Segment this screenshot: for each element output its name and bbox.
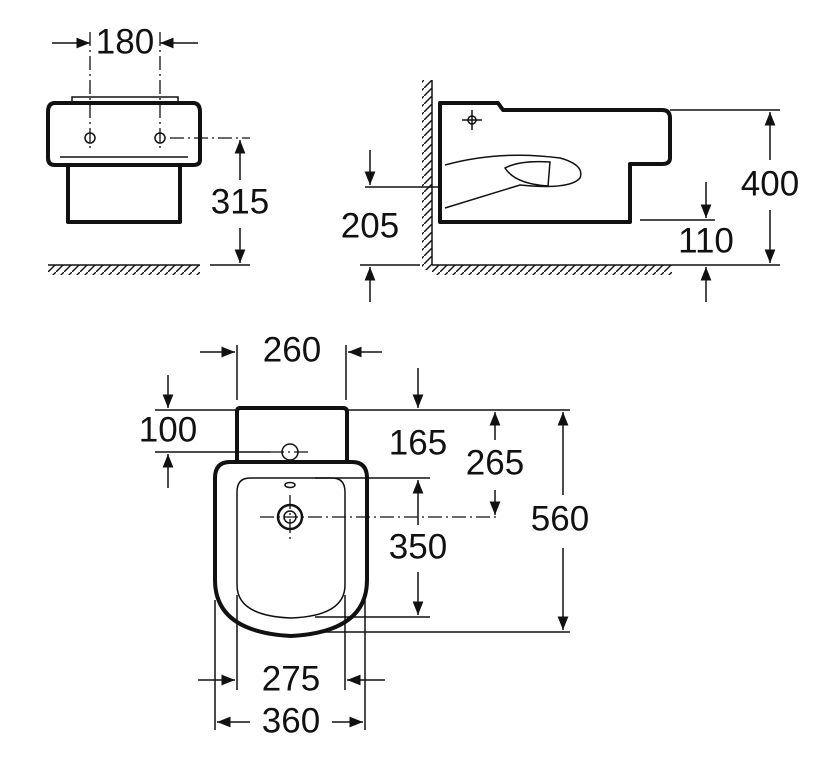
dim-bottom-clearance: 110 bbox=[678, 221, 734, 260]
dim-opening-length: 350 bbox=[389, 527, 447, 566]
dim-total-height: 400 bbox=[741, 164, 799, 203]
dim-outlet-height: 205 bbox=[341, 206, 399, 245]
dim-hole-spacing: 180 bbox=[96, 22, 154, 61]
dim-wall-to-hole: 165 bbox=[389, 423, 447, 462]
dim-opening-width: 275 bbox=[262, 659, 320, 698]
dim-total-width: 360 bbox=[262, 701, 320, 740]
dim-tank-hole-offset: 100 bbox=[139, 410, 197, 449]
top-view: 260 100 165 265 560 350 275 360 bbox=[139, 330, 589, 740]
side-view: 400 110 205 bbox=[341, 80, 799, 302]
front-view: 180 315 bbox=[46, 22, 269, 275]
dim-hole-height: 315 bbox=[211, 182, 269, 221]
dim-wall-to-center: 265 bbox=[466, 443, 524, 482]
dim-tank-width: 260 bbox=[263, 330, 321, 369]
dim-total-depth: 560 bbox=[531, 499, 589, 538]
